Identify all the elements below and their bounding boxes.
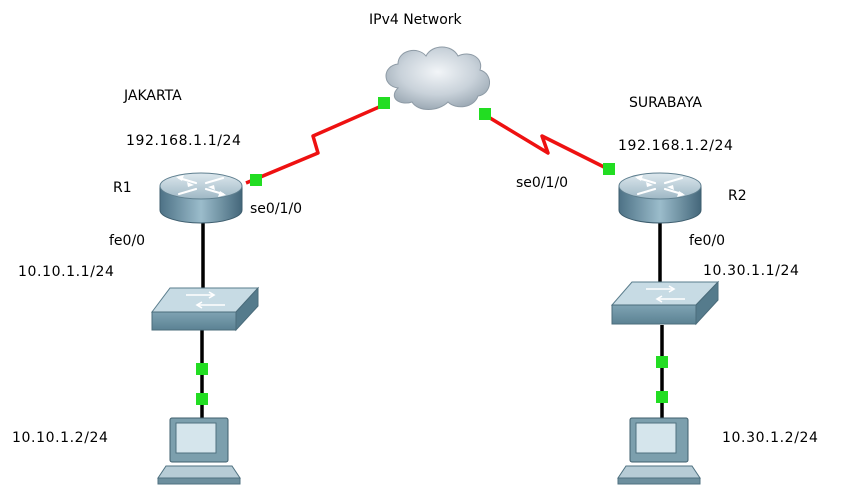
link-status-dots — [196, 97, 668, 405]
pc-right-ip: 10.30.1.2/24 — [722, 430, 819, 446]
pc-left-ip: 10.10.1.2/24 — [12, 430, 109, 446]
link-up-dot — [479, 108, 491, 120]
r1-lan-interface: fe0/0 — [109, 233, 146, 249]
r2-serial-interface: se0/1/0 — [516, 175, 569, 191]
link-up-dot — [196, 393, 208, 405]
serial-link-cloud-r2 — [484, 113, 611, 172]
router-icon[interactable] — [618, 172, 702, 224]
site-name-jakarta: JAKARTA — [124, 88, 182, 104]
link-up-dot — [378, 97, 390, 109]
pc-icon[interactable] — [617, 417, 701, 485]
serial-link-r1-cloud — [245, 102, 387, 185]
r2-lan-interface: fe0/0 — [689, 233, 726, 249]
r2-lan-ip: 10.30.1.1/24 — [703, 263, 800, 279]
pc-icon[interactable] — [157, 417, 241, 485]
r2-name: R2 — [728, 188, 747, 204]
r2-wan-ip: 192.168.1.2/24 — [618, 138, 734, 154]
link-up-dot — [656, 356, 668, 368]
switch-icon[interactable] — [610, 280, 720, 326]
link-up-dot — [656, 391, 668, 403]
r1-serial-interface: se0/1/0 — [250, 201, 303, 217]
r1-wan-ip: 192.168.1.1/24 — [126, 133, 242, 149]
link-up-dot — [250, 174, 262, 186]
r1-name: R1 — [113, 180, 132, 196]
switch-icon[interactable] — [151, 286, 260, 332]
router-icon[interactable] — [159, 172, 243, 224]
site-name-surabaya: SURABAYA — [629, 95, 703, 111]
link-up-dot — [603, 163, 615, 175]
cloud-icon[interactable] — [385, 46, 490, 110]
r1-lan-ip: 10.10.1.1/24 — [18, 264, 115, 280]
cloud-label: IPv4 Network — [369, 12, 462, 28]
link-up-dot — [196, 363, 208, 375]
